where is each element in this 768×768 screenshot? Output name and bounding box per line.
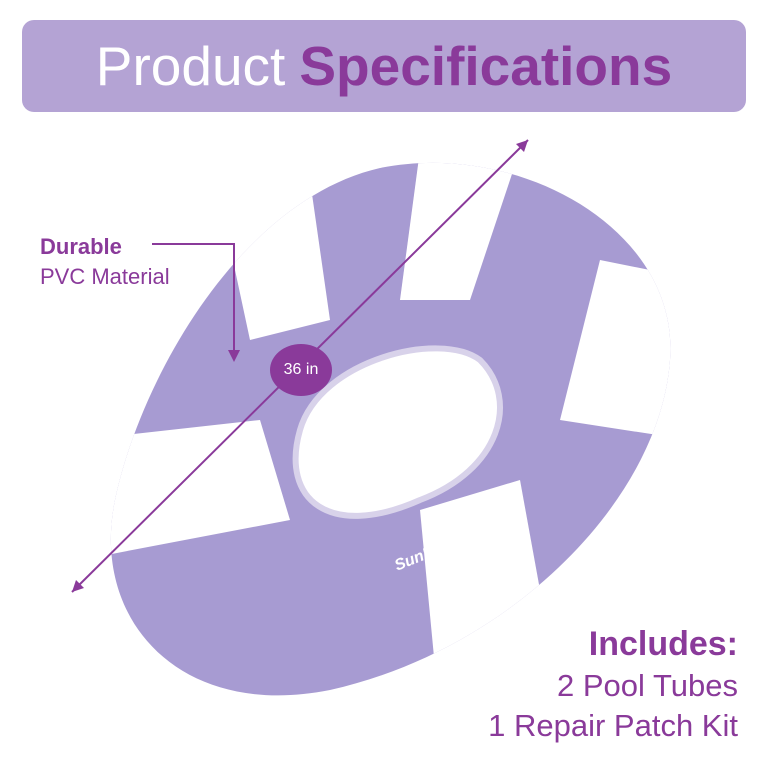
callout-strong: Durable (40, 234, 122, 259)
includes-item: 1 Repair Patch Kit (488, 708, 738, 743)
leader-arrow (228, 350, 240, 362)
stripe-left (110, 420, 290, 560)
arrow-head-bottom (72, 580, 84, 592)
stripe-top (400, 162, 520, 300)
material-callout: Durable PVC Material (40, 232, 170, 292)
includes-item: 2 Pool Tubes (557, 668, 738, 703)
dimension-label: 36 in (283, 361, 319, 378)
arrow-head-top (516, 140, 528, 152)
title-banner: Product Specifications (22, 20, 746, 112)
title-bold: Specifications (299, 35, 673, 97)
callout-leader (152, 243, 240, 362)
includes-heading: Includes: (588, 625, 738, 663)
dimension-badge: 36 in (270, 344, 332, 396)
title-regular: Product (95, 35, 286, 97)
callout-light: PVC Material (40, 264, 170, 289)
includes-block: Includes: 2 Pool Tubes 1 Repair Patch Ki… (488, 622, 738, 746)
